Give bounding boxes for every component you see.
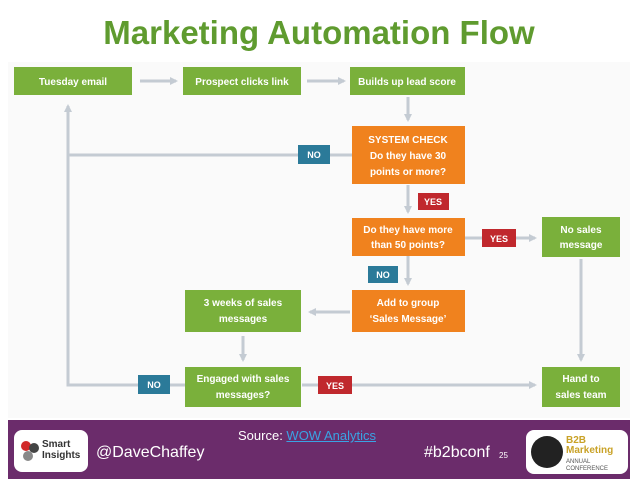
no-sales-line1: No sales	[560, 225, 602, 236]
label-no-more-than-50: NO	[368, 266, 398, 283]
loop-no-engaged	[64, 104, 186, 387]
add-group-line2: ‘Sales Message’	[370, 314, 447, 325]
node-prospect-clicks: Prospect clicks link	[183, 67, 301, 95]
b2b-logo-disc-icon	[531, 436, 563, 468]
no-label-2: NO	[376, 270, 390, 280]
label-no-system-check: NO	[298, 145, 330, 164]
more-than-50-line2: than 50 points?	[371, 240, 445, 251]
engaged-line1: Engaged with sales	[197, 374, 290, 385]
smart-insights-logo: Smart Insights	[14, 430, 88, 472]
lead-score-label: Builds up lead score	[358, 77, 456, 88]
node-three-weeks: 3 weeks of sales messages	[185, 290, 301, 332]
node-no-sales-message: No sales message	[542, 217, 620, 257]
yes-label-3: YES	[326, 381, 344, 391]
node-system-check: SYSTEM CHECK Do they have 30 points or m…	[352, 126, 465, 184]
b2b-logo-line1: B2B	[566, 435, 587, 446]
node-tuesday-email: Tuesday email	[14, 67, 132, 95]
node-lead-score: Builds up lead score	[350, 67, 465, 95]
b2b-marketing-logo: B2B Marketing ANNUAL CONFERENCE	[526, 430, 628, 474]
tuesday-email-label: Tuesday email	[39, 77, 107, 88]
flowchart: Tuesday email Prospect clicks link Build…	[14, 67, 620, 407]
smart-insights-line2: Insights	[42, 450, 81, 461]
hand-to-line1: Hand to	[562, 374, 599, 385]
three-weeks-line1: 3 weeks of sales	[204, 298, 283, 309]
label-yes-more-than-50: YES	[482, 229, 516, 247]
node-add-to-group: Add to group ‘Sales Message’	[352, 290, 465, 332]
smart-insights-line1: Smart	[42, 439, 71, 450]
yes-label-2: YES	[490, 234, 508, 244]
engaged-line2: messages?	[216, 390, 270, 401]
b2b-logo-line2: Marketing	[566, 445, 614, 456]
add-group-line1: Add to group	[377, 298, 440, 309]
system-check-title: SYSTEM CHECK	[368, 135, 448, 146]
prospect-clicks-label: Prospect clicks link	[195, 77, 289, 88]
label-no-engaged: NO	[138, 375, 170, 394]
source-credit: Source: WOW Analytics	[238, 428, 376, 443]
smart-insights-logo-icon	[21, 441, 39, 461]
diagram-panel	[8, 62, 630, 418]
yes-label-1: YES	[424, 197, 442, 207]
node-more-than-50: Do they have more than 50 points?	[352, 218, 465, 256]
slide-title: Marketing Automation Flow	[103, 14, 535, 51]
page-number: 25	[499, 451, 508, 460]
label-yes-engaged: YES	[318, 376, 352, 394]
source-prefix: Source:	[238, 428, 287, 443]
b2b-logo-line3: ANNUAL CONFERENCE	[566, 459, 609, 472]
source-link[interactable]: WOW Analytics	[286, 428, 376, 443]
no-sales-line2: message	[560, 240, 603, 251]
no-label-3: NO	[147, 380, 161, 390]
hashtag: #b2bconf	[424, 444, 490, 461]
no-label-1: NO	[307, 150, 321, 160]
node-engaged: Engaged with sales messages?	[185, 367, 301, 407]
system-check-line1: Do they have 30	[370, 151, 447, 162]
hand-to-line2: sales team	[555, 390, 606, 401]
node-hand-to-sales: Hand to sales team	[542, 367, 620, 407]
twitter-handle: @DaveChaffey	[96, 444, 205, 461]
system-check-line2: points or more?	[370, 167, 446, 178]
label-yes-system-check: YES	[418, 193, 449, 210]
more-than-50-line1: Do they have more	[363, 225, 453, 236]
three-weeks-line2: messages	[219, 314, 268, 325]
